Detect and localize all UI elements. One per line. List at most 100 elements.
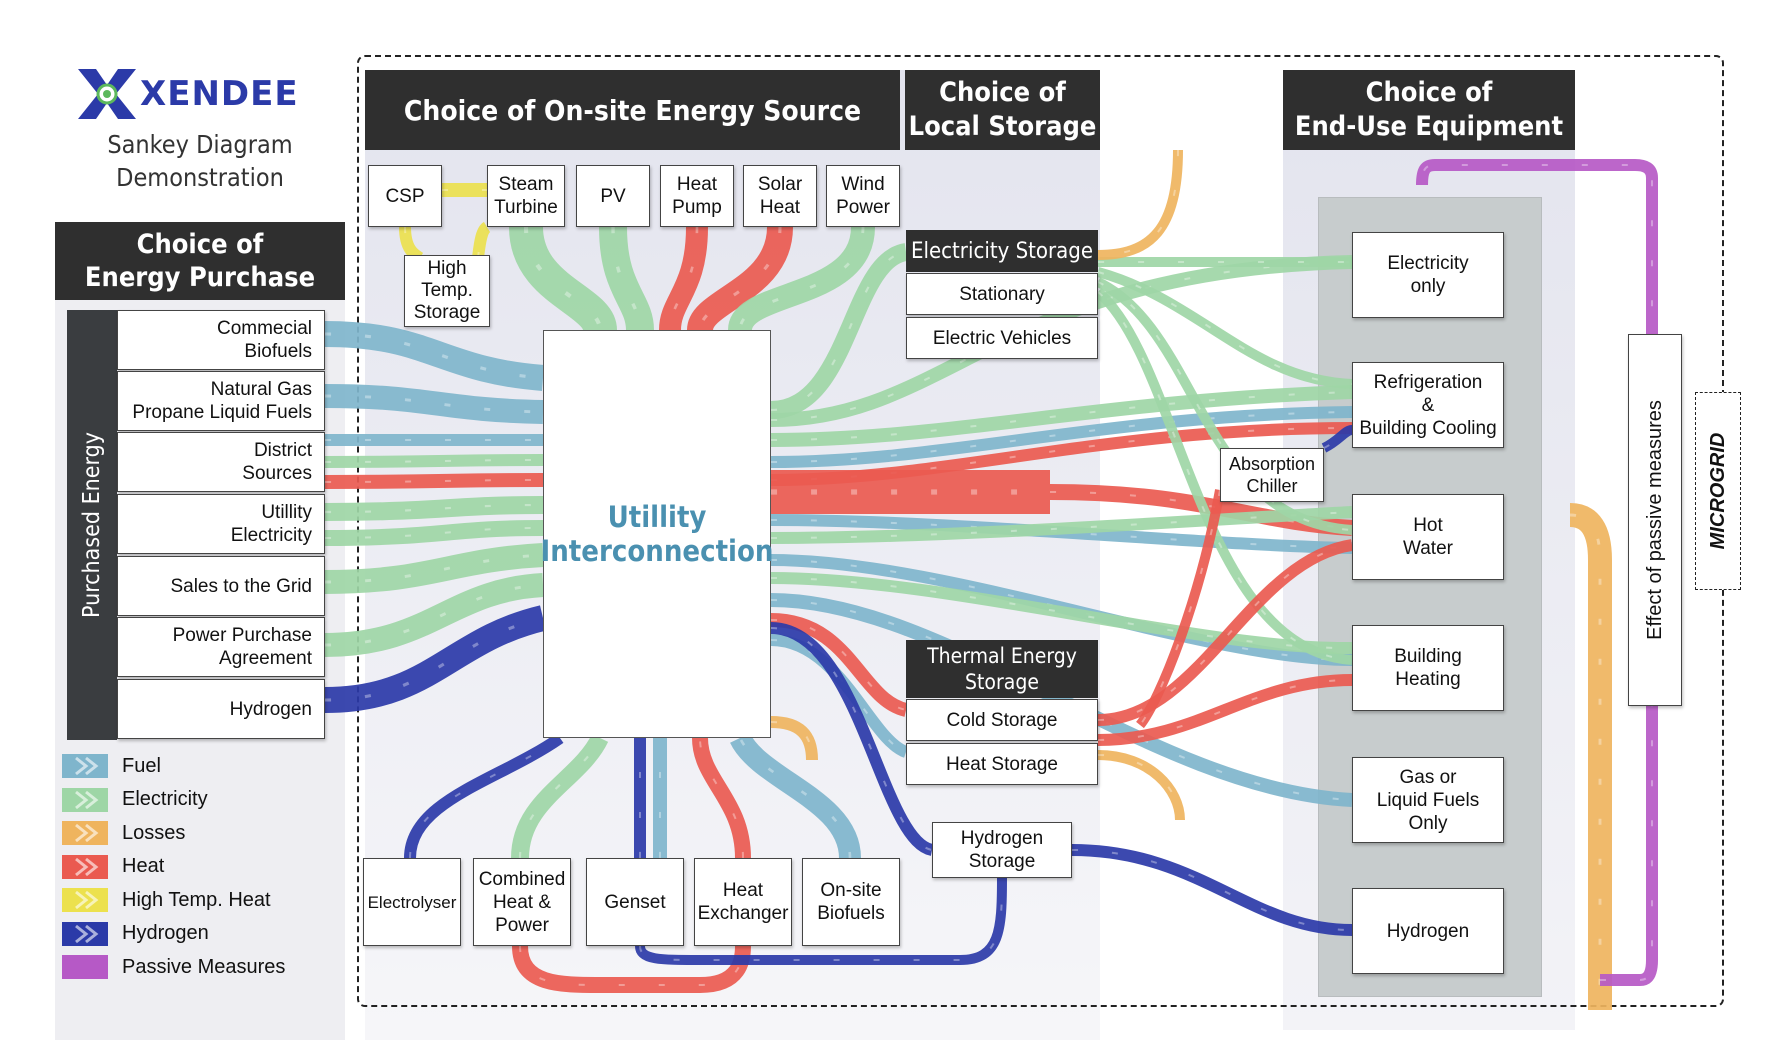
flow-electrolyser <box>404 733 564 859</box>
brand-subtitle: Sankey Diagram Demonstration <box>107 130 293 192</box>
header-end-use: Choice of End-Use Equipment <box>1283 70 1575 150</box>
legend-item: High Temp. Heat <box>62 886 271 914</box>
legend-item: Fuel <box>62 752 161 780</box>
legend-label: High Temp. Heat <box>122 888 271 911</box>
source-heat-pump[interactable]: Heat Pump <box>660 165 734 227</box>
purchase-power-purchase-agreement[interactable]: Power Purchase Agreement <box>117 617 325 677</box>
flow-to-heat-storage-arrows <box>770 639 907 753</box>
flow-to-heating-elec <box>770 572 1353 655</box>
legend-swatch <box>62 821 108 845</box>
flow-loss-estore <box>1097 149 1183 260</box>
purchase-district-sources[interactable]: District Sources <box>117 432 325 492</box>
passive-measures-box[interactable] <box>1628 334 1682 706</box>
flow-hydrogen-purchase-arrows <box>324 616 544 702</box>
enduse-gas-liquid-fuels[interactable]: Gas or Liquid Fuels Only <box>1352 757 1504 843</box>
absorption-chiller[interactable]: Absorption Chiller <box>1220 448 1324 502</box>
flow-to-refrig-heat-arrows <box>770 427 1353 481</box>
source-pv[interactable]: PV <box>576 165 650 227</box>
utility-interconnection[interactable]: Utillity Interconnection <box>541 330 773 738</box>
equipment-heat-exchanger[interactable]: Heat Exchanger <box>694 858 792 946</box>
purchase-commercial-biofuels[interactable]: Commecial Biofuels <box>117 310 325 370</box>
flow-heat-pump <box>659 226 708 331</box>
purchase-sales-to-grid[interactable]: Sales to the Grid <box>117 556 325 616</box>
source-wind-power[interactable]: Wind Power <box>826 165 900 227</box>
source-steam-turbine[interactable]: Steam Turbine <box>487 165 565 227</box>
high-temp-storage[interactable]: High Temp. Storage <box>404 255 490 327</box>
equipment-electrolyser[interactable]: Electrolyser <box>363 858 461 946</box>
equipment-onsite-biofuels[interactable]: On-site Biofuels <box>802 858 900 946</box>
flow-to-cold-storage <box>770 613 909 717</box>
enduse-building-heating[interactable]: Building Heating <box>1352 625 1504 711</box>
legend-label: Heat <box>122 855 165 877</box>
legend-label: Passive Measures <box>122 955 286 978</box>
flow-hstore-heating <box>1097 674 1353 746</box>
flow-storage-turbine-arrows <box>477 226 488 259</box>
thermal-storage-title: Thermal Energy Storage <box>906 640 1098 698</box>
enduse-refrigeration-cooling[interactable]: Refrigeration & Building Cooling <box>1352 362 1504 448</box>
equipment-genset[interactable]: Genset <box>586 858 684 946</box>
enduse-hydrogen[interactable]: Hydrogen <box>1352 888 1504 974</box>
flow-loss-passive <box>1568 503 1612 1010</box>
legend-label: Electricity <box>122 788 208 810</box>
legend-item: Electricity <box>62 786 208 814</box>
legend-swatch <box>62 787 108 812</box>
flow-hex-heat <box>692 737 751 859</box>
purchase-natural-gas[interactable]: Natural Gas Propane Liquid Fuels <box>117 371 325 431</box>
storage-stationary[interactable]: Stationary <box>906 273 1098 315</box>
flow-onsite-biofuels-arrows <box>738 737 852 859</box>
flow-loss-utility <box>770 716 818 761</box>
flow-to-heating-fuel-arrows <box>770 559 1353 661</box>
flow-chiller-cool <box>1321 425 1353 453</box>
enduse-electricity-only[interactable]: Electricity only <box>1352 232 1504 318</box>
flow-h2-enduse <box>1071 844 1353 936</box>
flow-passive-loop <box>1416 159 1658 986</box>
storage-electric-vehicles[interactable]: Electric Vehicles <box>906 317 1098 359</box>
flow-storage-turbine <box>472 221 491 259</box>
legend-item: Losses <box>62 819 185 847</box>
flow-genset-h2store <box>635 877 1007 965</box>
legend-swatch <box>62 754 108 778</box>
storage-heat[interactable]: Heat Storage <box>906 743 1098 785</box>
flow-estore-hotwater <box>1095 277 1353 535</box>
flow-district-elec <box>324 454 544 468</box>
hydrogen-storage[interactable]: Hydrogen Storage <box>932 822 1072 878</box>
flow-to-refrig-fuel <box>770 406 1353 468</box>
storage-cold[interactable]: Cold Storage <box>906 699 1098 741</box>
legend-item: Passive Measures <box>62 953 285 981</box>
flow-chp-elec <box>511 733 609 859</box>
enduse-inner-panel <box>1318 197 1542 997</box>
legend-swatch <box>62 888 108 912</box>
flow-to-elec-storage <box>770 243 909 419</box>
flow-to-refrig-fuel-arrows <box>770 411 1353 463</box>
flow-estore-heating <box>1094 288 1353 665</box>
flow-chiller-cool-arrows <box>1323 429 1353 449</box>
purchase-utility-electricity[interactable]: Utillity Electricity <box>117 494 325 554</box>
flow-sales-grid <box>324 543 544 594</box>
flow-hstore-hotwater <box>1097 539 1353 726</box>
purchase-hydrogen[interactable]: Hydrogen <box>117 679 325 739</box>
header-local-storage: Choice of Local Storage <box>905 70 1100 150</box>
flow-hydrogen-purchase <box>324 605 547 713</box>
legend-swatch <box>62 921 108 946</box>
source-solar-heat[interactable]: Solar Heat <box>743 165 817 227</box>
enduse-hot-water[interactable]: Hot Water <box>1352 494 1504 580</box>
flow-to-h2-storage <box>770 622 935 856</box>
equipment-chp[interactable]: Combined Heat & Power <box>473 858 571 946</box>
microgrid-label: MICROGRID <box>1707 432 1729 550</box>
legend-label: Fuel <box>122 754 161 777</box>
flow-ppa <box>324 573 544 657</box>
flow-estore-hotwater-arrows <box>1097 281 1353 531</box>
legend-item: Heat <box>62 853 164 881</box>
purchased-energy-bar <box>67 310 117 740</box>
legend-label: Hydrogen <box>122 922 209 944</box>
source-csp[interactable]: CSP <box>368 165 442 227</box>
flow-steam-turbine <box>509 225 617 334</box>
xendee-logo-text: XENDEE <box>140 74 299 114</box>
purchased-energy-label: Purchased Energy <box>79 432 105 618</box>
flow-biofuels <box>324 321 545 391</box>
flow-loss-tstore <box>1097 750 1185 821</box>
flow-natural-gas <box>324 384 544 424</box>
flow-chp-hex <box>512 945 751 993</box>
flow-solar-heat <box>687 225 793 333</box>
